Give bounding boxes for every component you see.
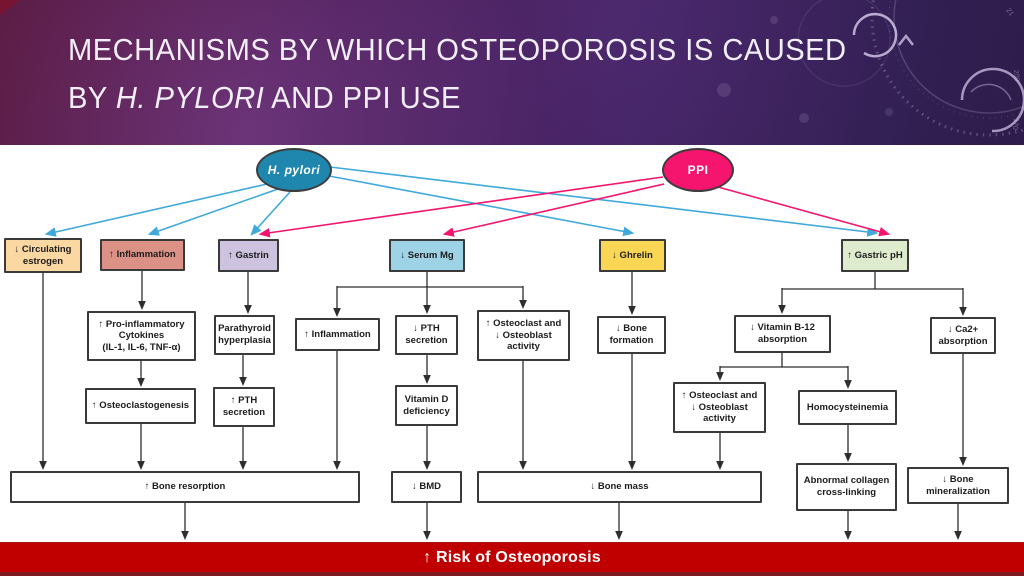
- node-bone-mineralization: ↓ Bone mineralization: [907, 467, 1009, 504]
- node-ppi: PPI: [662, 148, 734, 192]
- slide-header: 21 200 170 MECHANISMS BY WHICH OSTEOPORO…: [0, 0, 1024, 145]
- title-line-2-suffix: AND PPI USE: [264, 80, 461, 115]
- node-osteoclastogenesis: ↑ Osteoclastogenesis: [85, 388, 196, 424]
- node-pro-inflammatory-cytokines: ↑ Pro-inflammatory Cytokines (IL-1, IL-6…: [87, 311, 196, 361]
- node-pth-secretion-up: ↑ PTH secretion: [213, 387, 275, 427]
- node-h-pylori: H. pylori: [256, 148, 332, 192]
- node-serum-mg: ↓ Serum Mg: [389, 239, 465, 272]
- node-pth-secretion-down: ↓ PTH secretion: [395, 315, 458, 355]
- node-parathyroid-hyperplasia: Parathyroid hyperplasia: [214, 315, 275, 355]
- node-gastric-ph: ↑ Gastric pH: [841, 239, 909, 272]
- node-circulating-estrogen: ↓ Circulating estrogen: [4, 238, 82, 273]
- node-gastrin: ↑ Gastrin: [218, 239, 279, 272]
- node-ca2-absorption: ↓ Ca2+ absorption: [930, 317, 996, 354]
- node-abnormal-collagen: Abnormal collagen cross-linking: [796, 463, 897, 511]
- svg-text:170: 170: [1011, 118, 1019, 130]
- node-ghrelin: ↓ Ghrelin: [599, 239, 666, 272]
- node-bone-resorption: ↑ Bone resorption: [10, 471, 360, 503]
- node-inflammation-2: ↑ Inflammation: [295, 318, 380, 351]
- risk-bar: ↑ Risk of Osteoporosis: [0, 542, 1024, 576]
- node-inflammation: ↑ Inflammation: [100, 239, 185, 271]
- slide-title: MECHANISMS BY WHICH OSTEOPOROSIS IS CAUS…: [68, 26, 847, 122]
- title-line-1: MECHANISMS BY WHICH OSTEOPOROSIS IS CAUS…: [68, 32, 847, 67]
- title-line-2-prefix: BY: [68, 80, 116, 115]
- node-bone-formation: ↓ Bone formation: [597, 316, 666, 354]
- node-vitamin-b12-absorption: ↓ Vitamin B-12 absorption: [734, 315, 831, 353]
- node-bone-mass: ↓ Bone mass: [477, 471, 762, 503]
- corner-accent: [0, 0, 20, 15]
- risk-bar-label: ↑ Risk of Osteoporosis: [423, 548, 601, 566]
- node-osteoclast-osteoblast-mg: ↑ Osteoclast and ↓ Osteoblast activity: [477, 310, 570, 361]
- node-bmd: ↓ BMD: [391, 471, 462, 503]
- node-vitamin-d-deficiency: Vitamin D deficiency: [395, 385, 458, 426]
- svg-text:200: 200: [1012, 70, 1020, 82]
- node-homocysteinemia: Homocysteinemia: [798, 390, 897, 425]
- svg-text:21: 21: [1004, 7, 1014, 17]
- title-line-2-italic: H. PYLORI: [115, 80, 265, 115]
- node-osteoclast-osteoblast-b12: ↑ Osteoclast and ↓ Osteoblast activity: [673, 382, 766, 433]
